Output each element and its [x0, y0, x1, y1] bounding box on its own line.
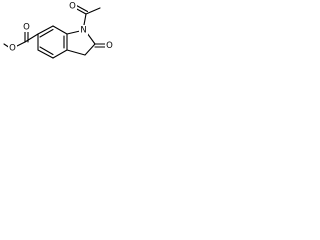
- bond-c2-c3: [84, 43, 96, 56]
- atom-o-lactam: O: [105, 40, 114, 51]
- bond-c4-c5b: [37, 49, 54, 59]
- bond-c3a-c4: [52, 49, 68, 59]
- bond-cacetyl-oacetyl-b: [75, 4, 89, 13]
- bond-c4-c5b-inner: [39, 46, 54, 56]
- structure-canvas: O O N O O: [0, 0, 131, 78]
- bond-n-cacetyl: [83, 13, 87, 26]
- bond-c7a-n: [66, 30, 81, 35]
- atom-label-o-ester-methoxy: O: [9, 44, 16, 54]
- atom-o-acetyl: O: [68, 1, 77, 12]
- bond-c6-c7a: [52, 25, 68, 35]
- molecule-drawing: O O N O O: [3, 1, 114, 59]
- bond-cacetyl-methyl: [85, 7, 101, 15]
- atom-labels: O O N O O: [8, 1, 114, 54]
- atom-o-ester-carbonyl: O: [22, 22, 31, 33]
- bond-c3-c3a: [66, 49, 86, 56]
- atom-n-ring: N: [79, 25, 88, 36]
- bonds: [3, 4, 107, 59]
- bond-n-c2: [86, 32, 96, 45]
- atom-label-n-ring: N: [80, 26, 86, 36]
- bond-cester-c5: [24, 33, 39, 43]
- atom-label-o-ester-carbonyl: O: [23, 23, 30, 33]
- atom-o-ester-methoxy: O: [8, 43, 17, 54]
- bond-c5-c6-inner: [39, 28, 54, 38]
- bond-c5-c6: [37, 25, 54, 35]
- atom-label-o-lactam: O: [106, 41, 113, 51]
- atom-label-o-acetyl: O: [69, 2, 76, 12]
